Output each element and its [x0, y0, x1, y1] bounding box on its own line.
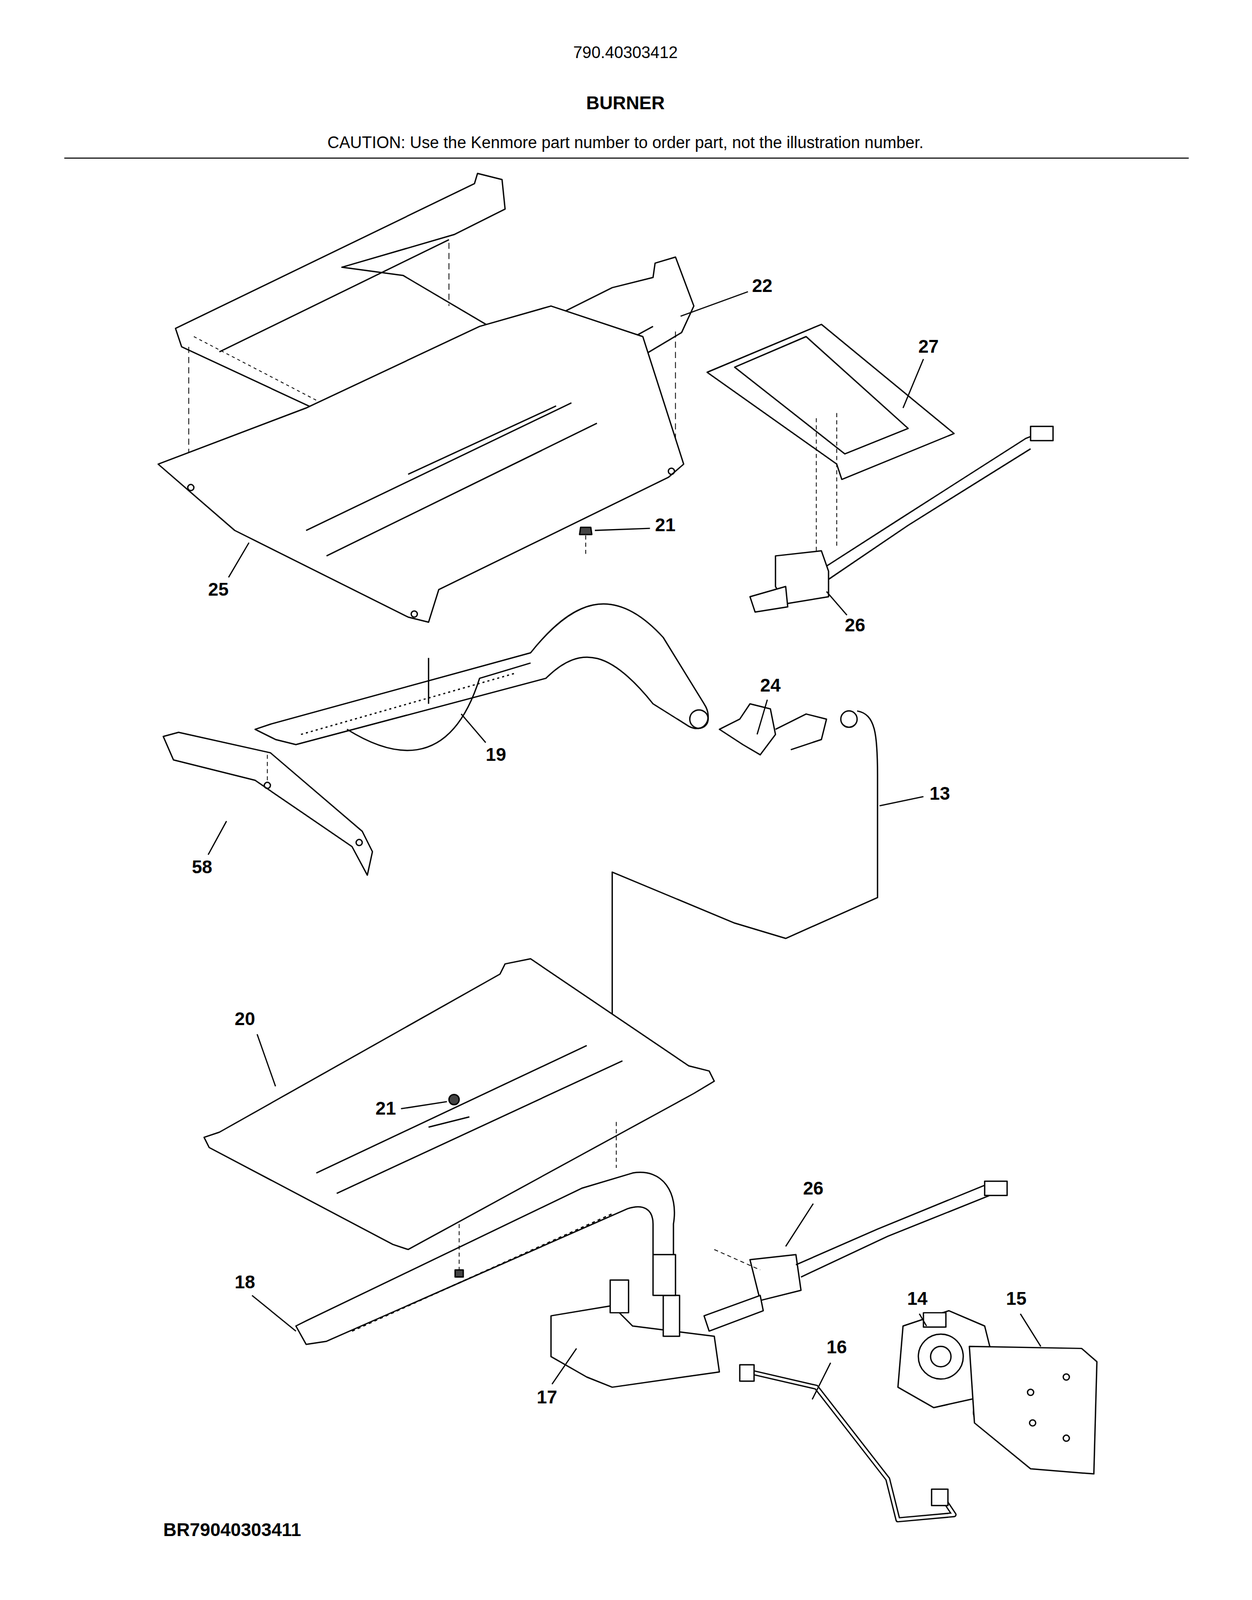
callout-number: 22 [752, 276, 773, 297]
model-number: 790.40303412 [573, 44, 678, 63]
callout-number: 17 [536, 1388, 557, 1410]
callout-number: 16 [826, 1338, 847, 1360]
caution-note: CAUTION: Use the Kenmore part number to … [327, 133, 924, 152]
callout-number: 18 [234, 1273, 255, 1294]
callout-number: 20 [234, 1010, 255, 1031]
callout-number: 14 [907, 1289, 928, 1311]
callout-number: 58 [191, 858, 213, 879]
callout-number: 21 [655, 516, 676, 537]
drawing-id: BR79040303411 [163, 1521, 302, 1542]
callout-number: 21 [375, 1100, 396, 1121]
callout-number: 26 [844, 616, 866, 637]
callout-number: 25 [208, 580, 229, 601]
callout-number: 13 [929, 784, 950, 805]
callout-number: 26 [803, 1179, 824, 1200]
callout-number: 15 [1006, 1289, 1027, 1311]
title: BURNER [586, 93, 665, 115]
callout-number: 27 [918, 337, 939, 359]
callout-number: 19 [485, 746, 506, 767]
callout-number: 24 [760, 676, 781, 697]
